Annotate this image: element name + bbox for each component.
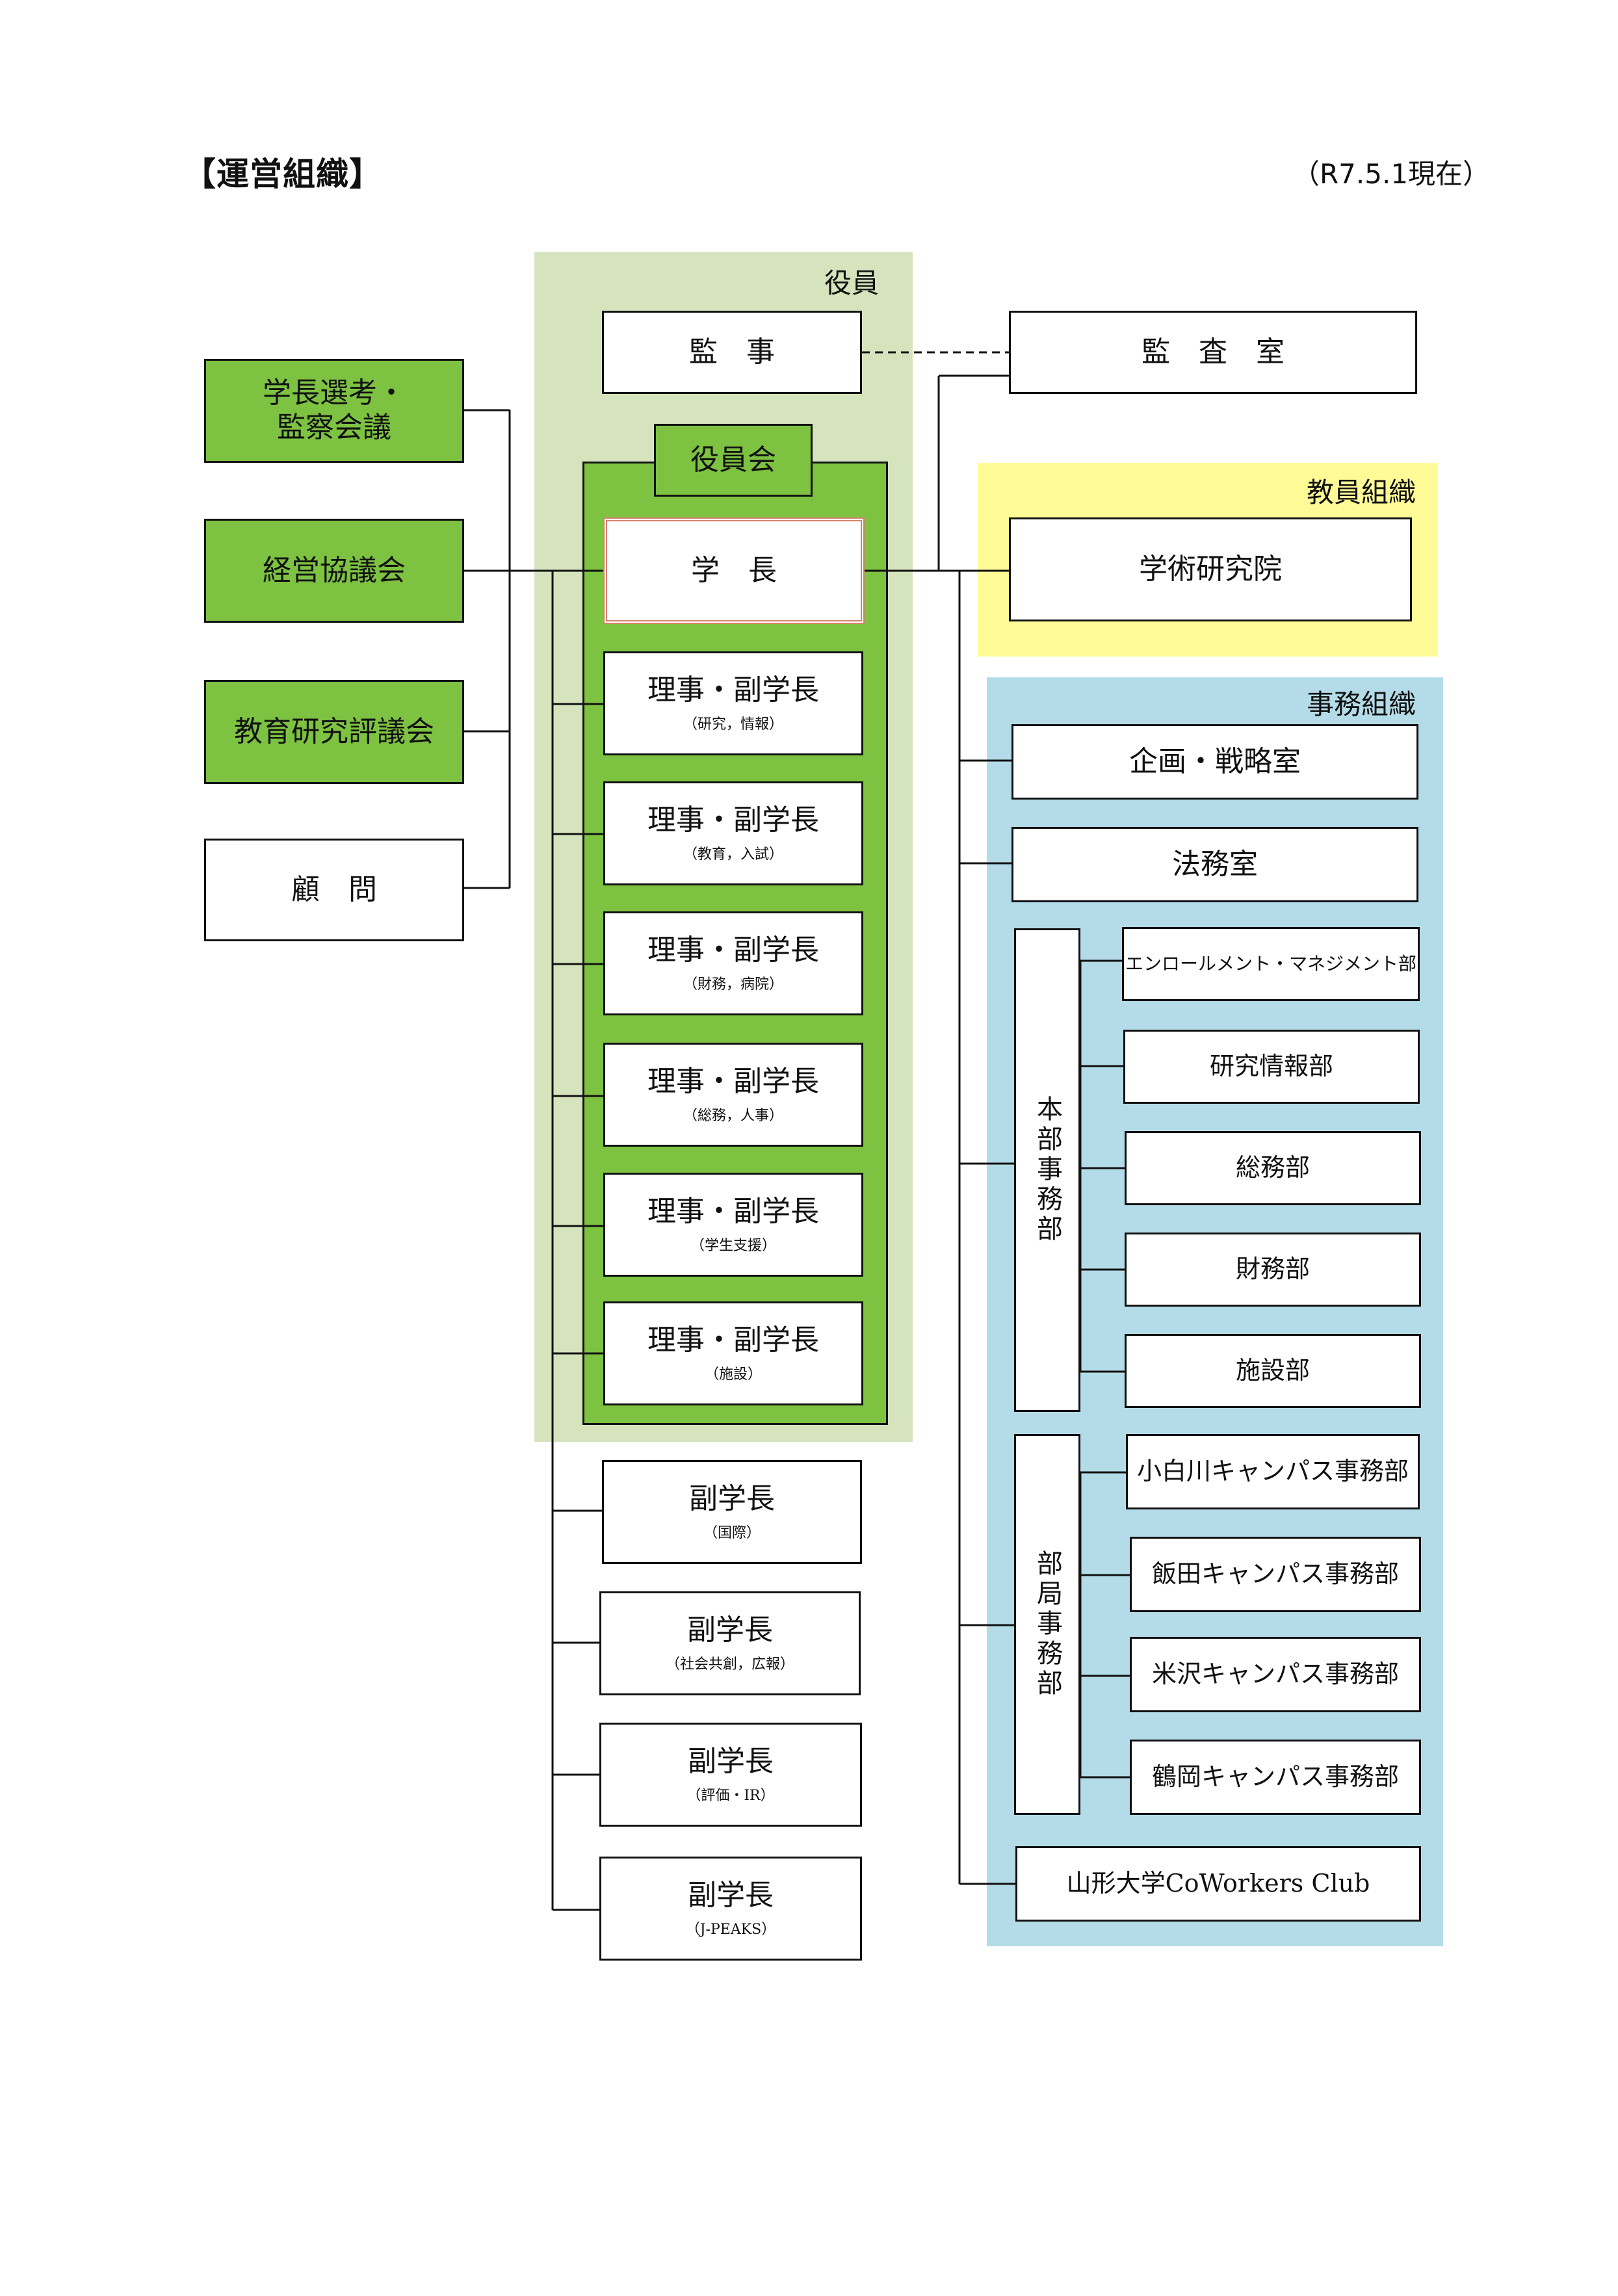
vice-president-portfolio: （J-PEAKS） [685,1922,776,1938]
hq-department-label: エンロールメント・マネジメント部 [1125,953,1416,975]
hq-office-box: 本部事務部 [1014,928,1080,1412]
executive-vp-title: 理事・副学長 [647,803,819,837]
executive-vp-title: 理事・副学長 [647,933,819,967]
campus-department-box: 飯田キャンパス事務部 [1130,1537,1421,1612]
page-title: 【運営組織】 [183,155,382,193]
vice-president-title: 副学長 [688,1744,774,1778]
vice-president-portfolio: （国際） [703,1525,761,1542]
campus-department-label: 飯田キャンパス事務部 [1151,1559,1399,1589]
campus-office-label: 部局事務部 [1032,1550,1062,1699]
executive-vp-box: 理事・副学長 （総務，人事） [603,1043,863,1147]
audit-office-box: 監 査 室 [1009,311,1417,394]
campus-department-box: 鶴岡キャンパス事務部 [1130,1740,1421,1815]
president-label: 学 長 [691,553,777,587]
board-of-directors-label: 役員会 [690,443,776,476]
vice-president-title: 副学長 [687,1613,773,1647]
vice-president-portfolio: （評価・IR） [686,1788,775,1805]
coworkers-club-label: 山形大学CoWorkers Club [1066,1869,1370,1898]
executive-vp-box: 理事・副学長 （財務，病院） [603,911,863,1015]
executive-vp-portfolio: （教育，入試） [683,846,783,863]
campus-department-box: 米沢キャンパス事務部 [1130,1637,1421,1712]
vice-president-portfolio: （社会共創，広報） [665,1656,794,1673]
hq-department-box: 研究情報部 [1123,1030,1420,1104]
campus-department-label: 小白川キャンパス事務部 [1136,1457,1409,1486]
auditor-box: 監 事 [602,311,862,394]
executive-vp-title: 理事・副学長 [647,673,819,707]
legal-office-label: 法務室 [1172,847,1258,881]
campus-office-box: 部局事務部 [1014,1434,1080,1815]
auditor-label: 監 事 [689,335,775,369]
campus-department-box: 小白川キャンパス事務部 [1126,1434,1420,1509]
education-research-council: 教育研究評議会 [204,680,464,784]
executive-vp-portfolio: （研究，情報） [683,716,783,733]
executive-vp-title: 理事・副学長 [647,1194,819,1228]
planning-office-box: 企画・戦略室 [1011,724,1418,800]
executive-vp-box: 理事・副学長 （研究，情報） [603,651,863,755]
board-of-directors-box: 役員会 [654,424,813,497]
executive-vp-box: 理事・副学長 （教育，入試） [603,781,863,885]
president-selection-council: 学長選考・ 監察会議 [204,359,464,463]
vice-president-box: 副学長 （国際） [602,1460,862,1564]
vice-president-box: 副学長 （J-PEAKS） [599,1857,862,1961]
campus-department-label: 鶴岡キャンパス事務部 [1151,1762,1399,1792]
hq-department-label: 研究情報部 [1209,1052,1333,1081]
president-selection-council-label: 学長選考・ 監察会議 [263,376,406,444]
hq-department-box: 施設部 [1125,1334,1421,1408]
hq-office-label: 本部事務部 [1032,1095,1062,1245]
management-council-label: 経営協議会 [263,553,406,587]
officers-region-label: 役員 [824,267,880,299]
president-box: 学 長 [603,517,865,624]
executive-vp-portfolio: （学生支援） [690,1238,776,1255]
campus-department-label: 米沢キャンパス事務部 [1151,1660,1399,1689]
education-research-council-label: 教育研究評議会 [234,714,434,748]
executive-vp-title: 理事・副学長 [647,1064,819,1098]
hq-department-label: 総務部 [1235,1153,1310,1182]
academic-institute-label: 学術研究院 [1139,552,1282,586]
coworkers-club-box: 山形大学CoWorkers Club [1015,1846,1421,1922]
hq-department-box: 財務部 [1125,1233,1421,1307]
executive-vp-portfolio: （財務，病院） [683,976,783,993]
executive-vp-box: 理事・副学長 （学生支援） [603,1173,863,1277]
academic-institute-box: 学術研究院 [1009,517,1412,621]
advisor-box: 顧 問 [204,839,464,941]
executive-vp-portfolio: （施設） [704,1366,762,1383]
vice-president-box: 副学長 （社会共創，広報） [599,1591,861,1695]
executive-vp-portfolio: （総務，人事） [683,1108,783,1125]
executive-vp-title: 理事・副学長 [647,1323,819,1357]
vice-president-box: 副学長 （評価・IR） [599,1723,862,1827]
hq-department-box: エンロールメント・マネジメント部 [1122,927,1420,1001]
legal-office-box: 法務室 [1011,827,1418,902]
executive-vp-box: 理事・副学長 （施設） [603,1301,863,1405]
advisor-label: 顧 問 [291,872,377,906]
faculty-org-label: 教員組織 [1307,476,1416,508]
vice-president-title: 副学長 [688,1878,774,1912]
planning-office-label: 企画・戦略室 [1129,744,1301,778]
hq-department-box: 総務部 [1125,1131,1421,1205]
hq-department-label: 施設部 [1235,1356,1310,1385]
management-council: 経営協議会 [204,519,464,623]
as-of-date: （R7.5.1現在） [1292,158,1491,190]
vice-president-title: 副学長 [689,1481,775,1515]
audit-office-label: 監 査 室 [1142,335,1285,369]
admin-org-label: 事務組織 [1307,688,1416,720]
hq-department-label: 財務部 [1235,1255,1310,1284]
